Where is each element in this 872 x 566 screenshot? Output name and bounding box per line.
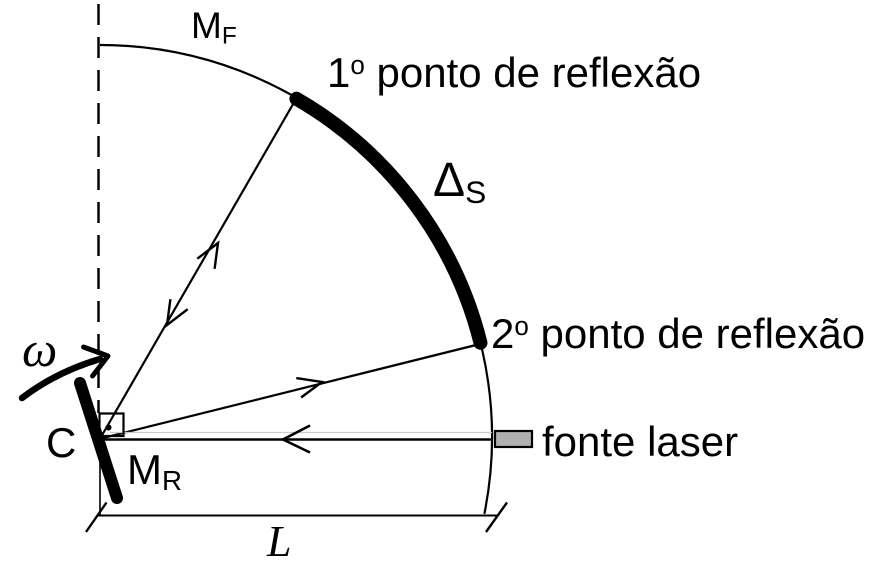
omega-arrow-curve — [18, 355, 104, 402]
ray-to-second-reflection — [100, 342, 481, 440]
first-reflection-label: 1o ponto de reflexão — [327, 49, 702, 97]
displacement-label: ΔS — [433, 154, 487, 210]
laser-beam-arrowhead — [280, 424, 311, 454]
distance-label: L — [267, 517, 292, 566]
displacement-arc-segment — [289, 91, 488, 350]
ray-to-first-reflection — [100, 98, 297, 438]
second-reflection-label: 2o ponto de reflexão — [491, 310, 866, 358]
measurement-right-tick — [485, 501, 508, 533]
fixed-mirror-label: MF — [191, 5, 237, 50]
laser-source-body — [493, 429, 534, 449]
measurement-left-tick — [85, 501, 108, 533]
omega-arrowhead — [81, 344, 111, 379]
rotation-center-label: C — [46, 419, 77, 466]
ray-up-arrowhead — [196, 240, 220, 269]
angular-velocity-label: ω — [22, 321, 58, 377]
fixed-mirror-arc — [99, 43, 494, 515]
ray-down-arrowhead — [165, 299, 189, 328]
axis-marker-square — [98, 412, 125, 438]
axis-marker-dot — [105, 424, 112, 431]
laser-source-label: fonte laser — [542, 418, 739, 465]
rotating-mirror-label: MR — [127, 446, 183, 497]
rotating-mirror-bar — [74, 377, 123, 504]
second-ray-arrowhead — [296, 376, 326, 399]
